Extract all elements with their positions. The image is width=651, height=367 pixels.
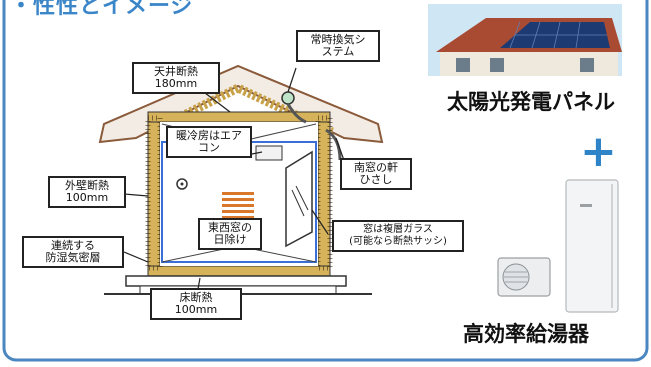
callout-ceiling-insulation: 天井断熱 180mm — [132, 62, 220, 94]
ventilation-system-icon — [281, 91, 295, 105]
callout-floor-insulation: 床断熱 100mm — [150, 288, 242, 320]
window-glass — [285, 150, 313, 248]
water-heater-label: 高効率給湯器 — [463, 322, 589, 346]
callout-south-eaves: 南窓の軒 ひさし — [340, 158, 412, 190]
header-partial: ・性性とイメージ — [10, 0, 194, 19]
foundation — [125, 275, 347, 287]
solar-panel-label: 太陽光発電パネル — [447, 90, 615, 114]
callout-window-glass: 窓は複層ガラス (可能なら断熱サッシ) — [332, 220, 464, 252]
plus-icon: + — [580, 126, 617, 177]
callout-window-shade: 東西窓の 日除け — [198, 218, 262, 250]
solar-house-photo — [428, 4, 622, 76]
floor-insulation — [147, 265, 331, 277]
callout-wall-insulation: 外壁断熱 100mm — [48, 176, 126, 208]
callout-ventilation-system: 常時換気シ ステム — [296, 30, 380, 62]
storage-tank — [565, 179, 619, 313]
roof-outline — [98, 64, 384, 144]
water-heater-illustration — [497, 179, 619, 313]
callout-aircon: 暖冷房はエア コン — [166, 126, 252, 158]
window-shade-slats — [222, 192, 254, 219]
callout-airtight-layer: 連続する 防湿気密層 — [22, 236, 124, 268]
